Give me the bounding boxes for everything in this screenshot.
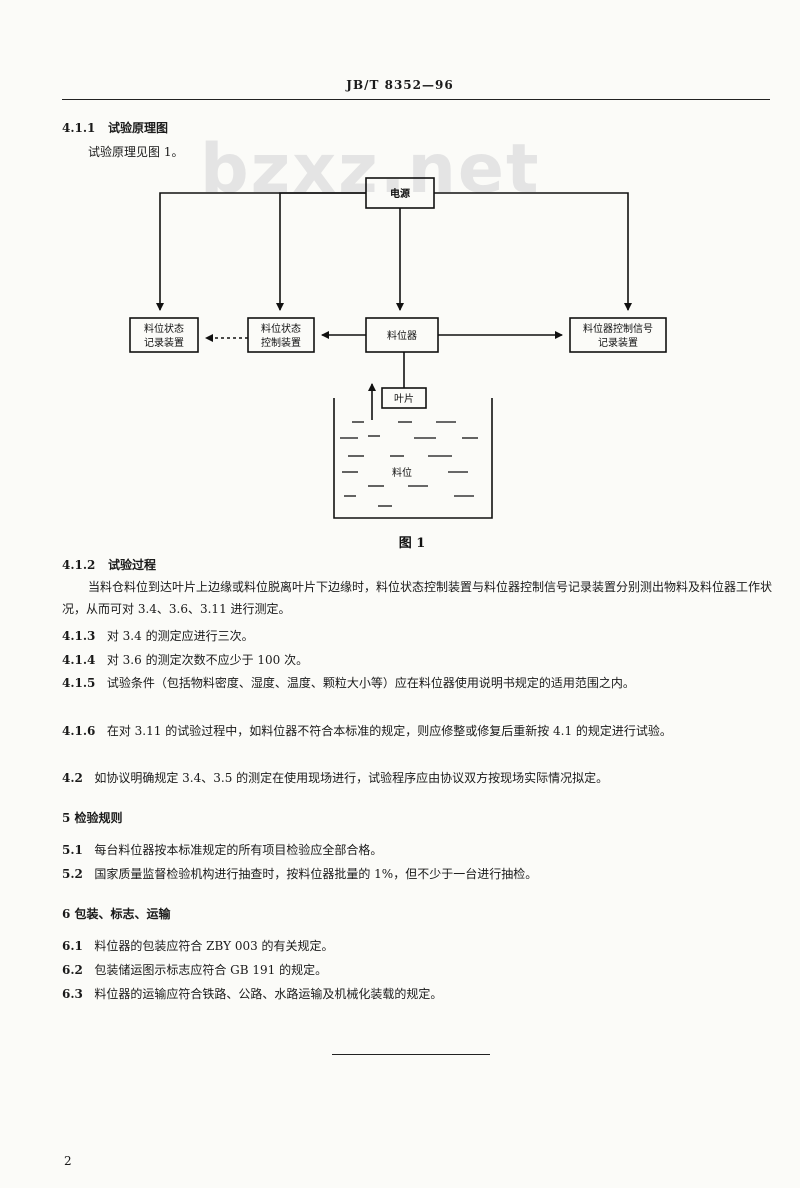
section-number: 4.1.2 [62,558,96,572]
power-to-signal-recorder-line [434,192,632,311]
clause-text: 在对 3.11 的试验过程中，如料位器不符合本标准的规定，则应修整或修复后重新按… [106,724,672,738]
state-recorder-label-1: 料位状态 [144,322,184,335]
clause-number: 4.2 [62,771,83,785]
signal-recorder-label-1: 料位器控制信号 [583,322,653,335]
clause-text: 国家质量监督检验机构进行抽查时，按料位器批量的 1%，但不少于一台进行抽检。 [94,867,538,881]
header-rule [62,99,770,100]
clause-4-1-3: 4.1.3 对 3.4 的测定应进行三次。 [62,628,254,644]
figure-caption: 图 1 [399,536,426,551]
clause-text: 对 3.6 的测定次数不应少于 100 次。 [106,653,309,667]
power-to-state-recorder-line [156,192,366,311]
clause-4-2: 4.2 如协议明确规定 3.4、3.5 的测定在使用现场进行，试验程序应由协议双… [62,770,608,786]
clause-5-1: 5.1 每台料位器按本标准规定的所有项目检验应全部合格。 [62,842,382,858]
section-4-1-2-text: 当料仓料位到达叶片上边缘或料位脱离叶片下边缘时，料位状态控制装置与料位器控制信号… [62,580,773,616]
signal-recorder-box [569,317,667,353]
section-6-heading: 6 包装、标志、运输 [62,907,171,921]
document-code: JB/T 8352—96 [346,78,454,92]
figure-1-diagram: 电源 料位器 料位状态 记录装置 料位状态 控制装置 料位器控制信号 记录装置 … [129,177,667,551]
clause-number: 4.1.4 [62,653,96,667]
section-title: 试验过程 [107,558,156,572]
state-controller-label-1: 料位状态 [261,322,301,335]
clause-6-3: 6.3 料位器的运输应符合铁路、公路、水路运输及机械化装载的规定。 [62,986,442,1002]
signal-recorder-label-2: 记录装置 [598,336,638,349]
section-5-heading: 5 检验规则 [62,811,123,825]
material-bin [333,398,493,519]
section-number: 4.1.1 [62,121,96,135]
end-rule [332,1054,490,1055]
clause-number: 4.1.6 [62,724,96,738]
material-label: 料位 [392,466,412,479]
section-4-1-1-text: 试验原理见图 1。 [88,145,184,159]
clause-text: 每台料位器按本标准规定的所有项目检验应全部合格。 [94,843,383,857]
clause-text: 料位器的运输应符合铁路、公路、水路运输及机械化装载的规定。 [94,987,443,1001]
clause-number: 5.1 [62,843,83,857]
power-to-state-controller-line [276,192,366,311]
state-recorder-label-2: 记录装置 [144,336,184,349]
clause-4-1-6: 4.1.6 在对 3.11 的试验过程中，如料位器不符合本标准的规定，则应修整或… [62,720,774,742]
clause-text: 包装储运图示标志应符合 GB 191 的规定。 [94,963,328,977]
section-title: 试验原理图 [107,121,168,135]
clause-number: 6.3 [62,987,83,1001]
section-4-1-1-heading: 4.1.1 试验原理图 [62,120,168,136]
clause-6-2: 6.2 包装储运图示标志应符合 GB 191 的规定。 [62,962,327,978]
clause-4-1-5: 4.1.5 试验条件（包括物料密度、湿度、温度、颗粒大小等）应在料位器使用说明书… [62,672,774,694]
clause-text: 如协议明确规定 3.4、3.5 的测定在使用现场进行，试验程序应由协议双方按现场… [94,771,609,785]
power-label: 电源 [390,187,410,200]
clause-5-2: 5.2 国家质量监督检验机构进行抽查时，按料位器批量的 1%，但不少于一台进行抽… [62,866,537,882]
clause-4-1-4: 4.1.4 对 3.6 的测定次数不应少于 100 次。 [62,652,308,668]
page-number: 2 [64,1154,72,1168]
clause-6-1: 6.1 料位器的包装应符合 ZBY 003 的有关规定。 [62,938,334,954]
clause-text: 对 3.4 的测定应进行三次。 [106,629,254,643]
clause-number: 4.1.5 [62,676,96,690]
clause-text: 试验条件（包括物料密度、湿度、温度、颗粒大小等）应在料位器使用说明书规定的适用范… [106,676,635,690]
clause-number: 6.2 [62,963,83,977]
level-gauge-label: 料位器 [387,329,417,342]
clause-number: 4.1.3 [62,629,96,643]
state-recorder-box [129,317,199,353]
clause-number: 5.2 [62,867,83,881]
material-dashes [340,421,478,507]
state-controller-box [247,317,315,353]
section-4-1-2-heading: 4.1.2 试验过程 [62,557,156,573]
clause-number: 6.1 [62,939,83,953]
blade-label: 叶片 [394,392,414,405]
clause-text: 料位器的包装应符合 ZBY 003 的有关规定。 [94,939,334,953]
watermark: bzxz.net [200,130,541,209]
state-controller-label-2: 控制装置 [261,336,301,349]
